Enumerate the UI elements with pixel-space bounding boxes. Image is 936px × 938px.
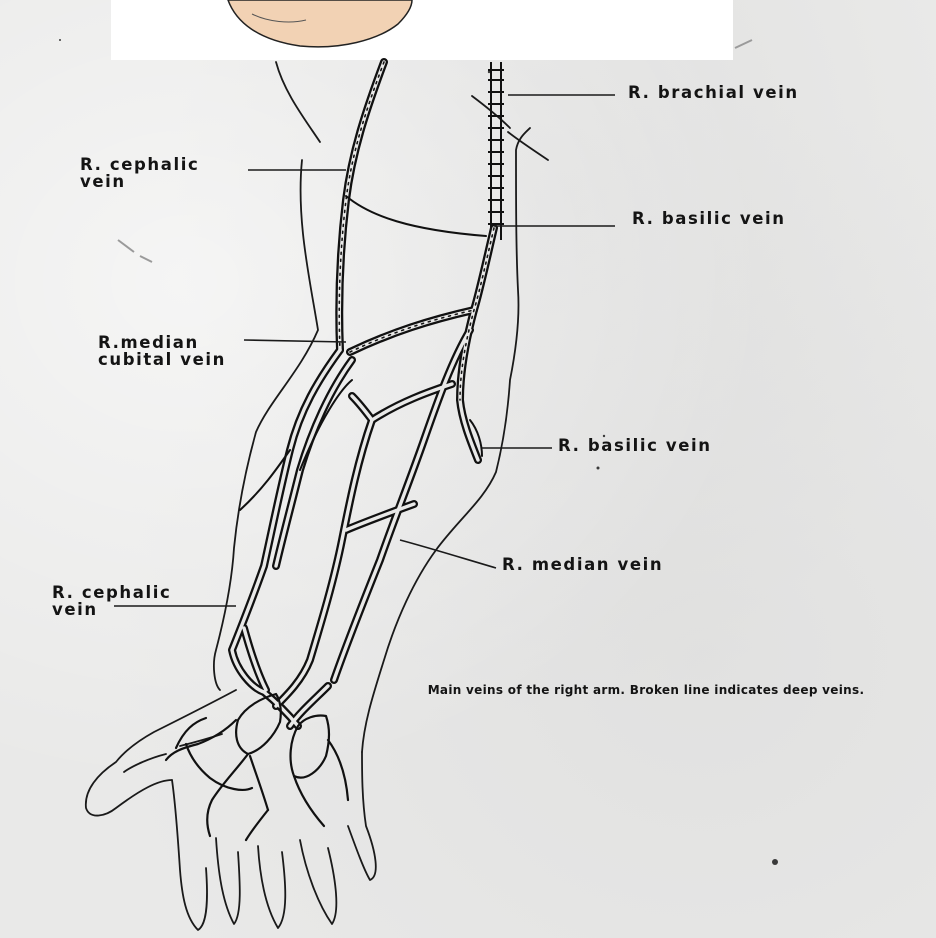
brachial-vein-ladder — [488, 62, 504, 240]
label-basilic-vein-upper: R. basilic vein — [632, 210, 786, 227]
label-basilic-vein-lower: R. basilic vein — [558, 437, 712, 454]
figure-caption: Main veins of the right arm. Broken line… — [396, 682, 896, 698]
leader-median — [400, 540, 496, 568]
label-cephalic-vein-upper: R. cephalic vein — [80, 156, 199, 190]
hand-vein-network — [166, 694, 348, 840]
label-cephalic-vein-lower: R. cephalic vein — [52, 584, 171, 618]
label-brachial-vein: R. brachial vein — [628, 84, 799, 101]
label-median-cubital-vein: R.median cubital vein — [98, 334, 226, 368]
leader-median-cubital — [244, 340, 346, 342]
overlay-panel — [111, 0, 733, 60]
label-median-vein: R. median vein — [502, 556, 663, 573]
arm-outline — [86, 62, 548, 930]
superficial-veins — [232, 62, 494, 726]
scan-smudges — [118, 40, 752, 262]
